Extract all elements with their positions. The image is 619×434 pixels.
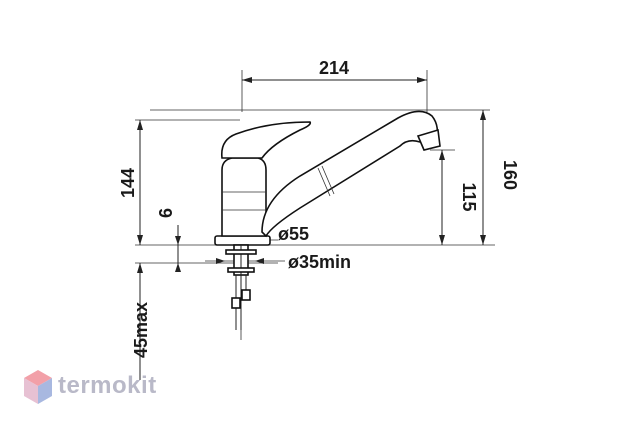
extension-lines	[135, 70, 495, 264]
dimension-160: 160	[480, 110, 520, 245]
brand-logo-text: termokit	[58, 372, 157, 399]
dim-214-label: 214	[319, 58, 349, 78]
dim-45max-label: 45max	[131, 302, 151, 358]
dimension-6: 6	[156, 208, 181, 272]
dimension-214: 214	[242, 58, 427, 83]
dim-144-label: 144	[118, 168, 138, 198]
diameter-35min: ø35min	[205, 252, 351, 272]
dimension-45max: 45max	[131, 263, 151, 380]
dim-6-label: 6	[156, 208, 176, 218]
dim-115-label: 115	[459, 182, 479, 211]
dim-55-label: ø55	[278, 224, 309, 244]
dim-35min-label: ø35min	[288, 252, 351, 272]
logo-right-face	[38, 378, 52, 404]
faucet-outline	[214, 110, 441, 340]
dim-160-label: 160	[500, 160, 520, 190]
dimension-115: 115	[439, 150, 479, 245]
hexagon-cube-icon	[24, 370, 52, 404]
dimension-144: 144	[118, 120, 143, 245]
logo-left-face	[24, 378, 38, 404]
